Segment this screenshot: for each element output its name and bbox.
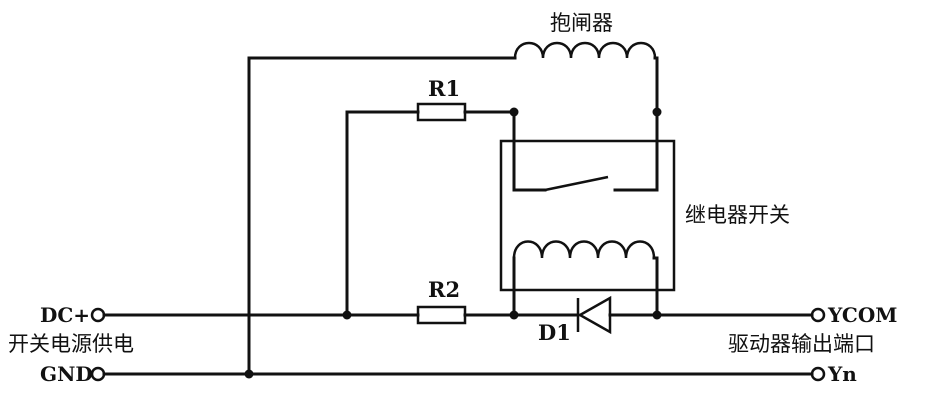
relay-coil xyxy=(512,240,656,259)
r1-branch-wire xyxy=(345,110,516,317)
r2-label: R2 xyxy=(428,277,460,302)
relay-box xyxy=(499,139,676,292)
junction-dot xyxy=(509,310,519,320)
junction-dot xyxy=(652,310,662,320)
dc-plus-terminal xyxy=(90,307,106,323)
diode-d1 xyxy=(577,295,612,335)
gnd-terminal xyxy=(90,366,106,382)
relay-label: 继电器开关 xyxy=(685,203,790,227)
yn-terminal xyxy=(810,366,826,382)
dc-plus-label: DC+ xyxy=(40,303,90,327)
r1-label: R1 xyxy=(428,76,460,101)
brake-label: 抱闸器 xyxy=(550,11,613,35)
junction-dot xyxy=(509,107,519,117)
junction-dot xyxy=(342,310,352,320)
brake-feed-wire xyxy=(247,56,517,376)
resistor-r1 xyxy=(416,102,467,122)
ycom-label: YCOM xyxy=(827,303,897,327)
relay-coil-leads xyxy=(512,256,659,317)
brake-coil xyxy=(513,41,657,59)
gnd-label: GND xyxy=(40,362,93,386)
power-label: 开关电源供电 xyxy=(8,332,134,356)
driver-port-label: 驱动器输出端口 xyxy=(728,332,875,356)
brake-return-wire xyxy=(653,56,659,114)
relay-switch-blade xyxy=(544,175,609,192)
relay-contact-right xyxy=(613,110,659,192)
yn-label: Yn xyxy=(827,362,857,386)
resistor-r2 xyxy=(416,305,467,325)
d1-label: D1 xyxy=(538,320,571,345)
relay-contact-left xyxy=(512,110,547,192)
ycom-terminal xyxy=(810,307,826,323)
junction-dot xyxy=(244,369,254,379)
junction-dot xyxy=(652,107,662,117)
